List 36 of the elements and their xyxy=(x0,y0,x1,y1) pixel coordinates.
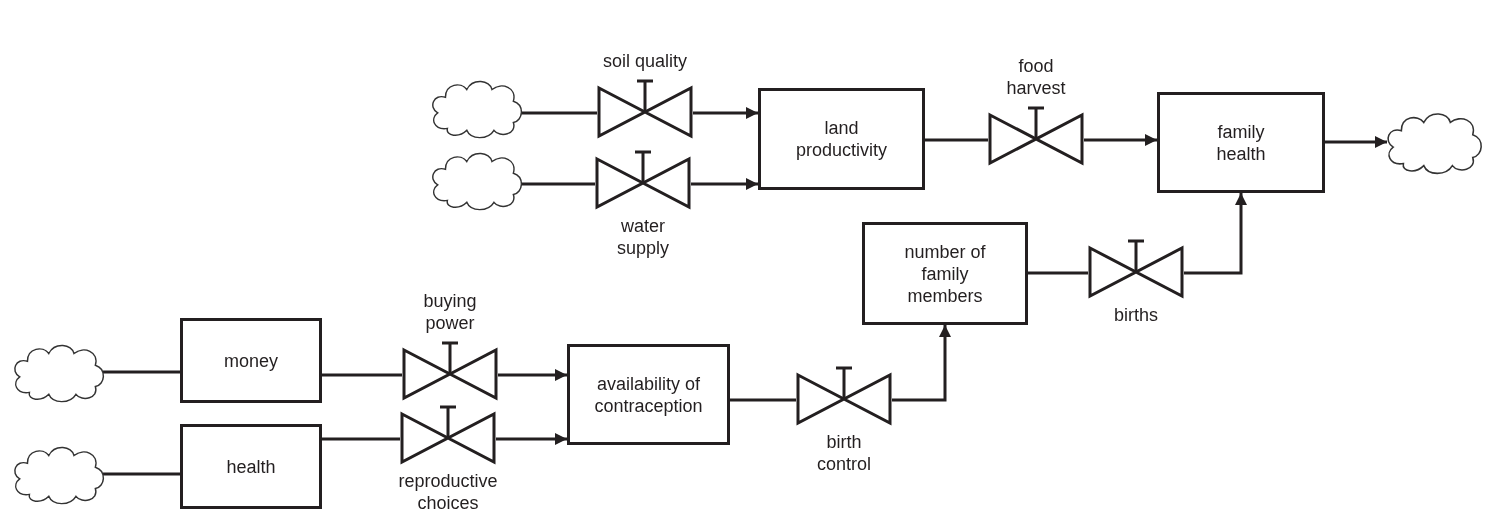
flow-arrow xyxy=(1325,136,1387,148)
flow-pipe xyxy=(925,138,988,142)
stock-label: number of family members xyxy=(903,240,987,307)
flow-arrow xyxy=(498,369,567,381)
stock-label: family health xyxy=(1215,120,1267,165)
flow-pipe xyxy=(103,370,180,374)
flow-label: buying power xyxy=(422,290,478,334)
flow-label: food harvest xyxy=(1005,55,1067,99)
flow-label: reproductive choices xyxy=(397,470,499,514)
stock-box xyxy=(758,88,925,190)
flow-arrow xyxy=(892,325,951,402)
flow-pipe xyxy=(103,472,180,476)
stock-label: health xyxy=(226,455,276,478)
flow-label: soil quality xyxy=(601,50,688,72)
flow-label: birth control xyxy=(816,431,872,475)
stock-box xyxy=(180,318,322,403)
stock-box xyxy=(180,424,322,509)
flow-pipe xyxy=(521,111,597,115)
stock-box xyxy=(1157,92,1325,193)
stock-box xyxy=(862,222,1028,325)
flow-pipe xyxy=(322,373,402,377)
flow-arrow xyxy=(1184,193,1247,275)
stock-box xyxy=(567,344,730,445)
flow-arrow xyxy=(693,107,758,119)
flow-pipe xyxy=(1028,271,1088,275)
stock-label: land productivity xyxy=(794,117,888,161)
flow-arrow xyxy=(1084,134,1157,146)
flow-pipe xyxy=(521,182,595,186)
flow-pipe xyxy=(322,437,400,441)
stock-label: money xyxy=(224,349,278,372)
stock-label: availability of contraception xyxy=(593,372,704,417)
flow-label: births xyxy=(1113,304,1159,326)
flow-arrow xyxy=(496,433,567,445)
flow-label: water supply xyxy=(616,215,670,259)
flow-arrow xyxy=(691,178,758,190)
flow-pipe xyxy=(730,398,796,402)
